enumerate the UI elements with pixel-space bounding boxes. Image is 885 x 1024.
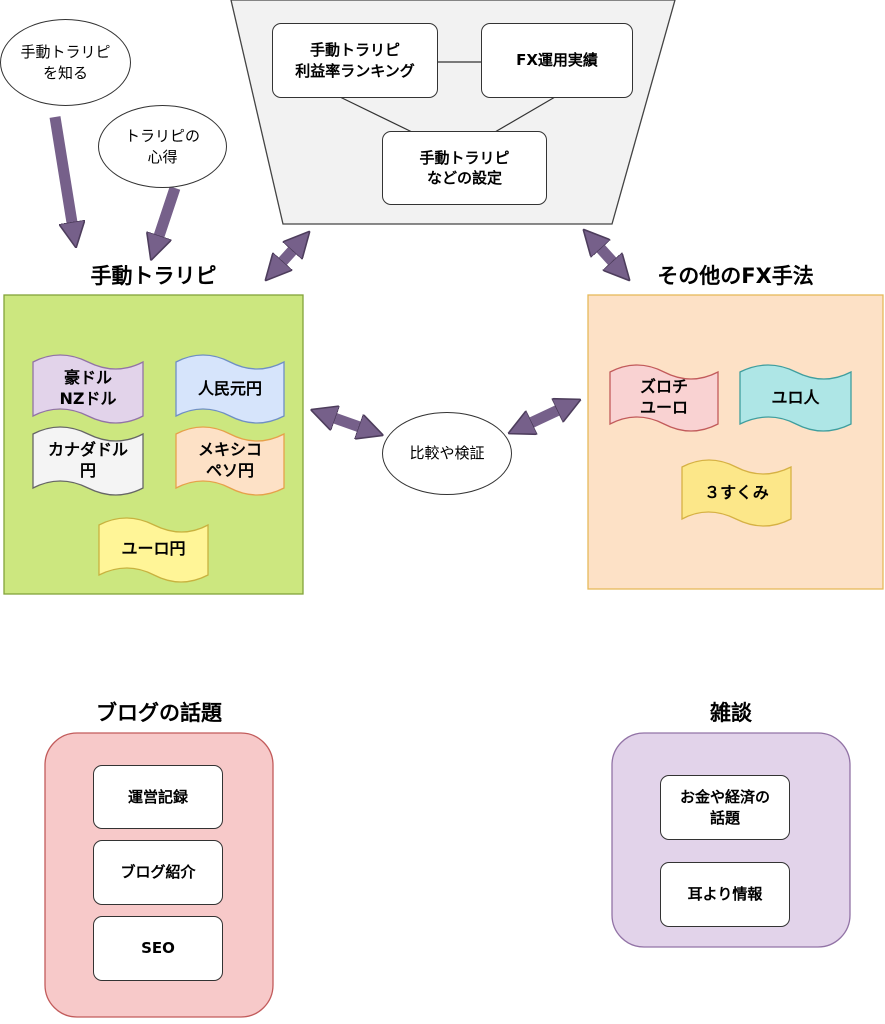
arrow-mindset-to-manual	[155, 186, 181, 248]
flag-label: ズロチ ユーロ	[639, 377, 688, 417]
flag-label: 豪ドル NZドル	[59, 368, 117, 408]
flag-label: カナダドル 円	[47, 440, 128, 480]
blog-section-title: ブログの話題	[96, 701, 222, 725]
misc-item-useful-info: 耳より情報	[660, 862, 790, 927]
flag-label: メキシコ ペソ円	[197, 440, 262, 480]
misc-section-title: 雑談	[710, 701, 752, 725]
flag-label: ユーロ円	[121, 539, 186, 559]
flag-shape-cnh-jpy	[175, 354, 285, 424]
flag-shape-yuro-jin	[739, 364, 852, 432]
know-bubble: 手動トラリピ を知る	[0, 19, 131, 106]
arrow-funnel-manual	[274, 241, 301, 271]
arrow-know-to-manual	[49, 116, 74, 235]
other-section-box	[587, 294, 884, 590]
blog-item-blog-intro: ブログ紹介	[93, 840, 223, 905]
flag-shape-aud-nzd	[32, 354, 144, 424]
connector-line	[494, 96, 556, 133]
arrow-funnel-other	[592, 239, 621, 271]
flag-label: ３すくみ	[704, 482, 769, 502]
connector-line	[339, 96, 413, 133]
mindset-bubble: トラリピの 心得	[98, 105, 227, 188]
ranking-box: 手動トラリピ 利益率ランキング	[272, 23, 438, 98]
flag-shape-sansukumi	[681, 459, 792, 527]
manual-section-title: 手動トラリピ	[90, 264, 217, 288]
misc-item-money-economy: お金や経済の 話題	[660, 775, 790, 840]
settings-box: 手動トラリピ などの設定	[382, 131, 547, 205]
arrow-manual-compare	[323, 414, 371, 431]
other-section-title: その他のFX手法	[657, 264, 814, 288]
flag-shape-pln-eur	[609, 364, 719, 432]
flag-shape-cad-jpy	[32, 426, 144, 496]
flag-shape-eur-jpy	[98, 517, 209, 583]
blog-item-seo: SEO	[93, 916, 223, 981]
flag-label: 人民元円	[197, 378, 262, 398]
fx-results-box: FX運用実績	[481, 23, 633, 98]
compare-bubble: 比較や検証	[382, 412, 512, 495]
flag-shape-mxn-jpy	[175, 426, 285, 496]
blog-item-operation-log: 運営記録	[93, 765, 223, 829]
arrow-compare-other	[520, 405, 569, 428]
flag-label: ユロ人	[771, 387, 820, 407]
